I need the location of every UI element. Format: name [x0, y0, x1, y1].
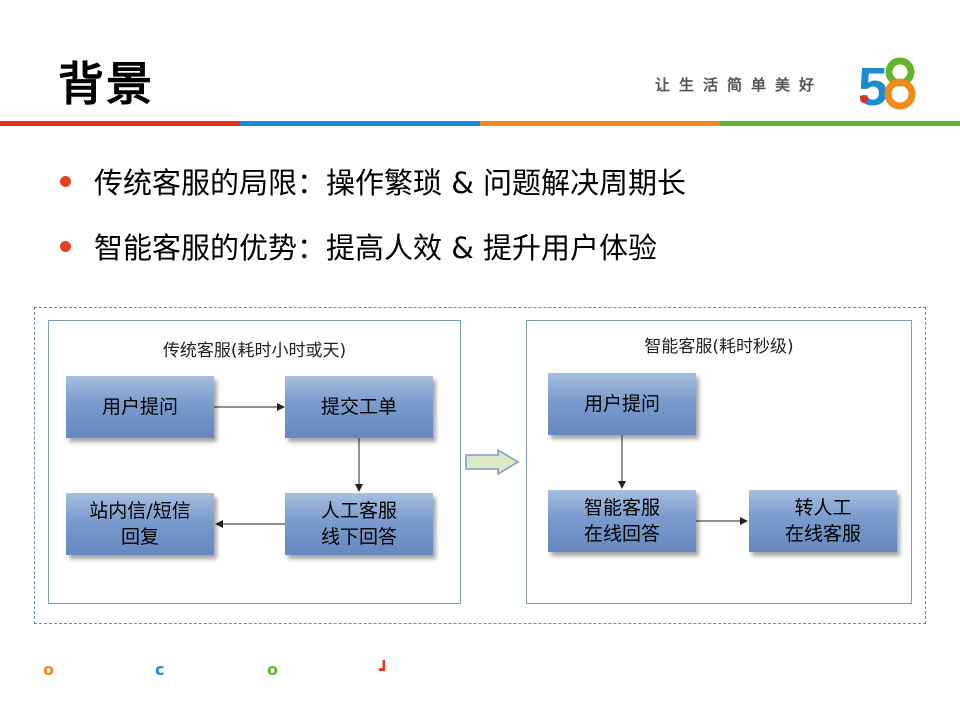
box-line: 在线客服 [784, 523, 861, 545]
orange-circle-icon: o [43, 660, 54, 679]
box-line: 转人工 [794, 497, 852, 519]
smart-answer-box: 智能客服 在线回答 [548, 490, 696, 552]
stripe-blue [240, 121, 480, 126]
message-reply-box: 站内信/短信 回复 [66, 493, 214, 555]
stripe-orange [480, 121, 720, 126]
manual-service-box: 人工客服 线下回答 [285, 493, 433, 555]
green-circle-icon: o [267, 660, 278, 679]
blue-c-icon: c [155, 660, 164, 679]
box-line: 站内信/短信 [89, 500, 191, 522]
box-line: 在线回答 [583, 523, 660, 545]
box-line: 提交工单 [320, 396, 397, 418]
user-ask-box: 用户提问 [66, 376, 214, 438]
footer-glyph: o [267, 660, 278, 679]
smart-panel-title: 智能客服(耗时秒级) [644, 337, 794, 357]
box-line: 回复 [120, 526, 159, 548]
smart-user-ask-box: 用户提问 [548, 373, 696, 435]
footer-glyph: o [43, 660, 54, 679]
diagram-frame [34, 307, 926, 624]
page-title: 背景 [58, 57, 154, 111]
footer-glyph: c [155, 660, 165, 679]
bullet-item-1: 传统客服的局限：操作繁琐 & 问题解决周期长 [60, 160, 686, 202]
traditional-panel-title: 传统客服(耗时小时或天) [162, 341, 347, 361]
submit-ticket-box: 提交工单 [285, 376, 433, 438]
logo-58-icon: 5 [858, 57, 916, 111]
box-line: 人工客服 [320, 500, 397, 522]
color-stripe [0, 121, 960, 126]
smart-panel [526, 320, 912, 604]
box-line: 线下回答 [320, 526, 397, 548]
box-line: 用户提问 [101, 396, 178, 418]
bullet-item-2: 智能客服的优势：提高人效 & 提升用户体验 [60, 225, 657, 267]
stripe-red [0, 121, 240, 126]
bullet-dot-icon [60, 240, 71, 252]
slogan: 让生活简单美好 [655, 76, 824, 94]
box-line: 用户提问 [583, 393, 660, 415]
box-line: 智能客服 [583, 497, 660, 519]
footer-glyph: ┛ [379, 660, 389, 679]
traditional-panel [48, 320, 461, 604]
svg-text:5: 5 [858, 57, 888, 111]
bullet-text: 传统客服的局限：操作繁琐 & 问题解决周期长 [94, 166, 687, 200]
transfer-human-box: 转人工 在线客服 [749, 490, 897, 552]
red-corner-icon: ┛ [379, 660, 389, 679]
stripe-green [720, 121, 960, 126]
bullet-text: 智能客服的优势：提高人效 & 提升用户体验 [94, 231, 658, 265]
bullet-dot-icon [60, 175, 71, 187]
